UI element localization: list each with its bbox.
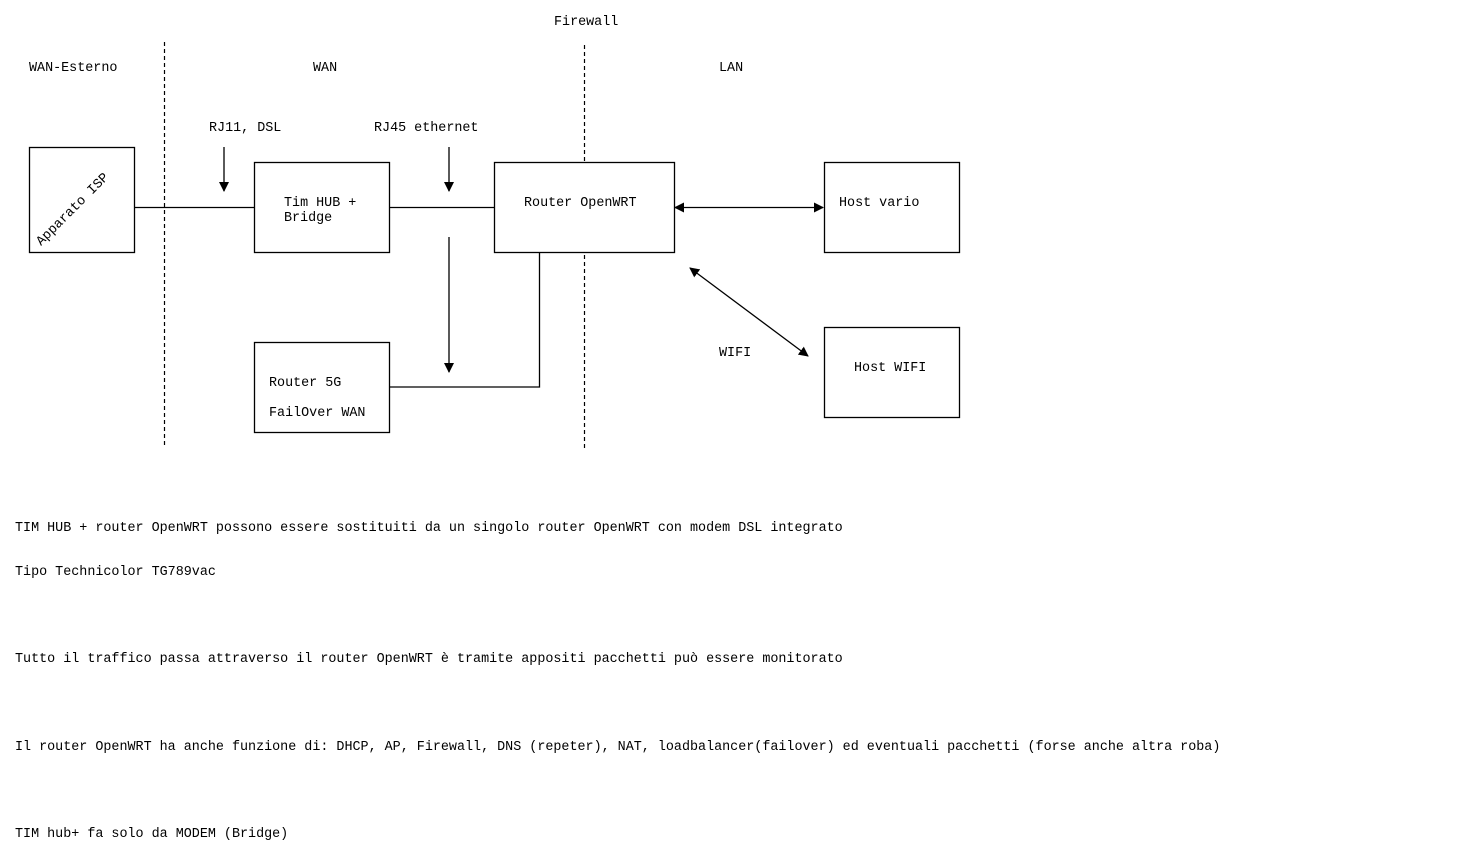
note-4: Il router OpenWRT ha anche funzione di: … bbox=[15, 739, 1221, 755]
node-router-openwrt: Router OpenWRT bbox=[493, 161, 676, 254]
connection-label-wifi: WIFI bbox=[719, 346, 751, 361]
node-router-5g-label-1: Router 5G bbox=[269, 376, 341, 391]
network-diagram: Firewall WAN-Esterno WAN LAN RJ11, DSL R… bbox=[28, 15, 961, 448]
node-tim-hub-label-2: Bridge bbox=[284, 211, 332, 226]
note-3: Tutto il traffico passa attraverso il ro… bbox=[15, 652, 843, 667]
node-host-wifi-label: Host WIFI bbox=[854, 361, 926, 376]
note-5: TIM hub+ fa solo da MODEM (Bridge) bbox=[15, 827, 289, 842]
note-2: Tipo Technicolor TG789vac bbox=[15, 564, 216, 580]
node-router-5g-label-2: FailOver WAN bbox=[269, 406, 365, 421]
connection-label-rj11: RJ11, DSL bbox=[209, 121, 281, 136]
node-host-vario-label: Host vario bbox=[839, 196, 919, 211]
link-wifi bbox=[689, 267, 809, 357]
node-router-openwrt-label: Router OpenWRT bbox=[524, 196, 637, 211]
connection-label-rj45: RJ45 ethernet bbox=[374, 121, 478, 136]
zone-label-wan-external: WAN-Esterno bbox=[29, 61, 117, 76]
node-tim-hub-label-1: Tim HUB + bbox=[284, 196, 356, 211]
notes: TIM HUB + router OpenWRT possono essere … bbox=[15, 493, 1220, 857]
node-isp: Apparato ISP bbox=[28, 146, 136, 254]
node-tim-hub: Tim HUB + Bridge bbox=[253, 161, 391, 254]
zone-label-lan: LAN bbox=[719, 61, 743, 76]
zone-label-wan: WAN bbox=[313, 61, 337, 76]
link-5g-router bbox=[389, 252, 541, 388]
node-router-5g: Router 5G FailOver WAN bbox=[253, 341, 391, 434]
zone-label-firewall: Firewall bbox=[554, 15, 618, 30]
node-host-vario: Host vario bbox=[823, 161, 961, 254]
node-host-wifi: Host WIFI bbox=[823, 326, 961, 419]
note-1: TIM HUB + router OpenWRT possono essere … bbox=[15, 521, 843, 536]
